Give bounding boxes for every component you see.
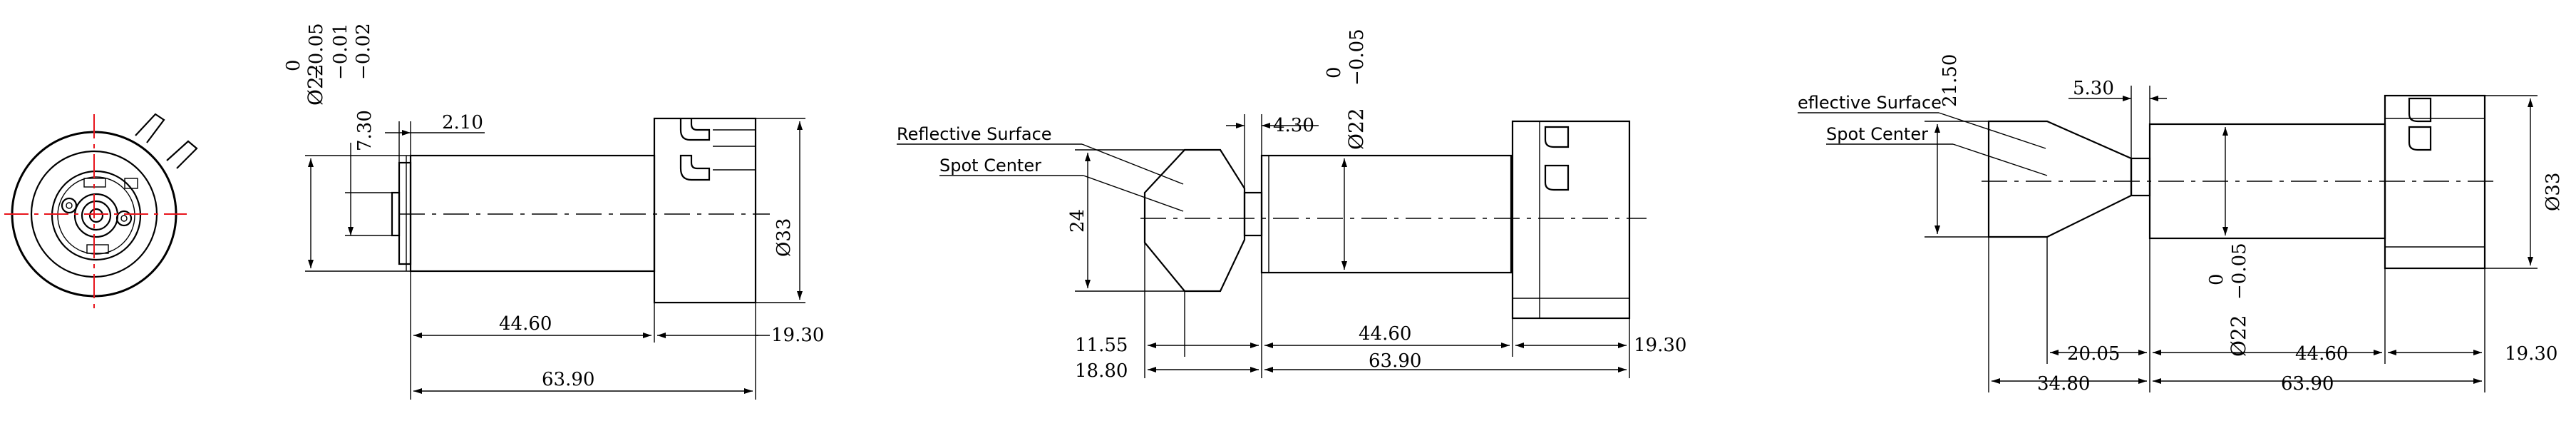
key-bottom	[86, 244, 109, 254]
tol-a: −0.01	[330, 23, 351, 80]
dim-18-80-text: 18.80	[1075, 360, 1128, 382]
dim-24-text: 24	[1067, 209, 1088, 233]
connector-2a	[1544, 126, 1570, 148]
spot-center-label-2: Spot Center	[1826, 124, 1928, 144]
reflective-surface-label: Reflective Surface	[897, 124, 1052, 144]
dia22-2-text: Ø22	[1344, 108, 1368, 150]
dim-63-90-text: 63.90	[542, 369, 594, 390]
neck	[1243, 191, 1263, 237]
tol-upper-2: 0	[1324, 66, 1345, 78]
dim-44-60-text: 44.60	[499, 313, 552, 335]
reflective-leader-4	[1938, 112, 2046, 149]
side-view-2: Reflective Surface Spot Center 4.30 Ø22 …	[897, 29, 1686, 382]
dim-20-05-text: 20.05	[2067, 343, 2120, 365]
pin-lower	[166, 140, 198, 169]
flange-3	[2384, 94, 2486, 270]
dim-63-90-3-text: 63.90	[2281, 373, 2334, 395]
dim-7-30-text: 7.30	[354, 110, 376, 151]
dim-19-30-3-text: 19.30	[2505, 343, 2557, 365]
connector-3a	[2408, 97, 2432, 123]
dim-21-50-text: 21.50	[1939, 54, 1961, 107]
spot-leader-4	[1952, 143, 2048, 176]
dim-44-60-3-text: 44.60	[2295, 343, 2348, 365]
dim-5-30-text: 5.30	[2073, 78, 2114, 99]
end-view	[4, 113, 198, 314]
screw-hole-right-in	[120, 215, 128, 222]
connector-2b	[1544, 164, 1570, 191]
dia22-3-text: Ø22	[2227, 315, 2250, 357]
dia22-symbol: Ø22	[304, 64, 327, 106]
front-nose	[391, 191, 401, 237]
dim-19-30-2-text: 19.30	[1634, 335, 1686, 356]
body-ring-2	[1261, 155, 1269, 273]
screw-hole-right	[115, 210, 133, 227]
dim-34-80-text: 34.80	[2037, 373, 2090, 395]
pin-upper	[135, 113, 165, 143]
dim-4-30-text: 4.30	[1273, 115, 1314, 136]
tol-mid: −0.05	[306, 23, 327, 80]
spot-center-label: Spot Center	[939, 156, 1041, 176]
bore-center	[88, 208, 104, 223]
reflective-leader-2	[1081, 143, 1184, 185]
screw-hole-left-in	[66, 202, 73, 209]
dim-11-55-text: 11.55	[1075, 335, 1128, 356]
dim-2-10-text: 2.10	[442, 112, 483, 133]
side-view-3: eflective Surface Spot Center 21.50 5.30…	[1798, 54, 2564, 395]
side-view-1: Ø22 0 −0.05 −0.01 −0.02 7.30 2.10 Ø33 44…	[283, 23, 824, 400]
tol-upper-3: 0	[2206, 273, 2227, 285]
end-notch	[124, 178, 138, 189]
dim-44-60-2-text: 44.60	[1359, 323, 1411, 345]
connector-3b	[2408, 126, 2432, 151]
tol-lower-2: −0.05	[1346, 29, 1368, 86]
body-cylinder-2	[1260, 154, 1513, 274]
dim-dia33-text: Ø33	[773, 218, 795, 257]
tol-b: −0.02	[353, 23, 374, 80]
screw-hole-left	[61, 197, 78, 214]
spot-leader-2	[1083, 175, 1184, 212]
body-cylinder	[409, 154, 656, 273]
dim-19-30-text: 19.30	[771, 325, 824, 346]
neck-3	[2130, 157, 2151, 197]
hex-block	[1143, 148, 1246, 293]
tol-lower-3: −0.05	[2229, 243, 2250, 300]
tol-upper: 0	[283, 59, 304, 71]
dim-63-90-2-text: 63.90	[1369, 350, 1421, 372]
body-circle-inner	[57, 176, 135, 255]
body-circle	[51, 170, 142, 261]
connector-1	[679, 118, 711, 141]
flange-2	[1511, 120, 1631, 320]
angled-block	[1987, 120, 2133, 238]
bore-circle-inner	[81, 200, 112, 231]
flange	[653, 117, 757, 304]
connector-2	[679, 154, 711, 181]
front-step	[398, 161, 412, 265]
reflective-surface-label-2: eflective Surface	[1798, 93, 1942, 113]
dim-dia33-3-text: Ø33	[2542, 173, 2564, 211]
